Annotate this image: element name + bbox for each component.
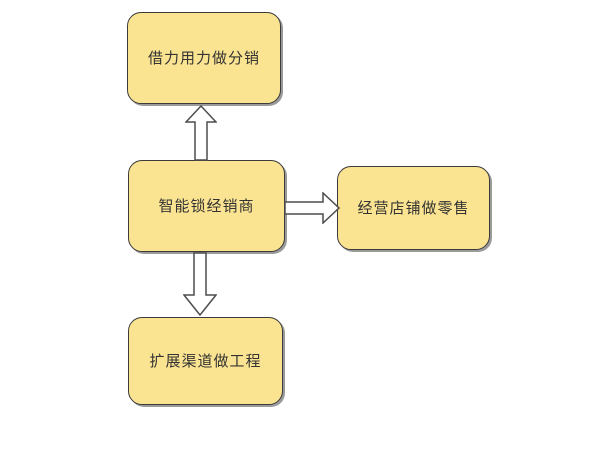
node-retail: 经营店铺做零售 (337, 166, 490, 250)
arrow-down-icon (183, 252, 217, 316)
node-retail-label: 经营店铺做零售 (357, 198, 470, 217)
node-dealer-label: 智能锁经销商 (158, 196, 255, 215)
arrow-up-icon (185, 105, 217, 161)
node-engineering-label: 扩展渠道做工程 (149, 351, 262, 370)
node-distribution: 借力用力做分销 (127, 12, 281, 104)
node-engineering: 扩展渠道做工程 (128, 317, 283, 405)
arrow-right-icon (284, 192, 340, 224)
node-distribution-label: 借力用力做分销 (147, 48, 260, 67)
node-dealer: 智能锁经销商 (128, 160, 285, 252)
